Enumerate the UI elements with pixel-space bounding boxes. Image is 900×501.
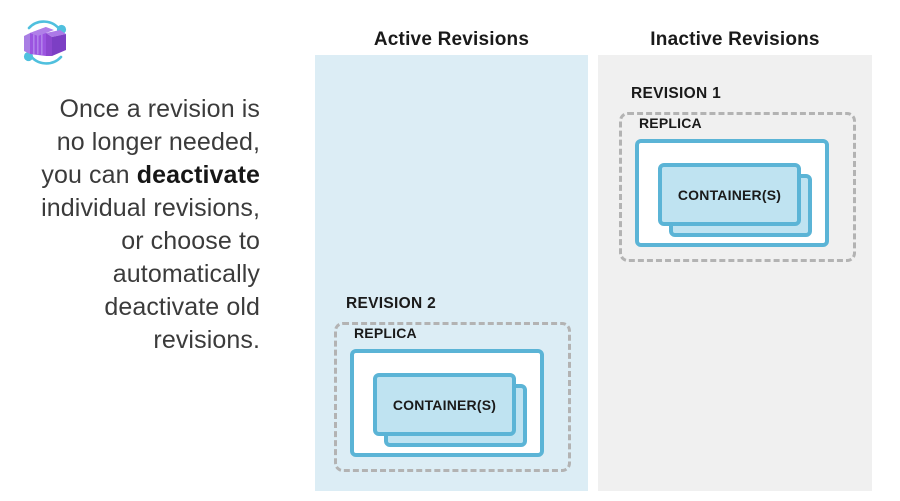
intro-line-6: automatically (112, 260, 260, 288)
intro-emphasis-deactivate: deactivate (136, 161, 260, 189)
intro-paragraph: Once a revision is no longer needed, you… (8, 93, 260, 357)
revision-1-container-front: CONTAINER(S) (658, 163, 801, 226)
revision-1-group: REVISION 1 REPLICA CONTAINER(S) (619, 85, 857, 263)
revision-2-container-front: CONTAINER(S) (373, 373, 516, 436)
revision-1-container-label: CONTAINER(S) (677, 186, 782, 203)
intro-line-1: Once a revision is (59, 95, 260, 123)
revision-2-boundary (334, 322, 571, 472)
revision-2-group: REVISION 2 REPLICA CONTAINER(S) (334, 295, 572, 473)
revision-1-title: REVISION 1 (631, 85, 721, 102)
inactive-revisions-heading: Inactive Revisions (650, 29, 820, 50)
azure-container-apps-logo (16, 16, 74, 70)
revision-1-replica-label: REPLICA (639, 115, 702, 131)
intro-line-5: or choose to (121, 227, 260, 255)
revision-2-title: REVISION 2 (346, 295, 436, 312)
left-column: Once a revision is no longer needed, you… (0, 0, 300, 501)
revision-2-replica-label: REPLICA (354, 325, 417, 341)
intro-line-8: revisions. (153, 326, 260, 354)
intro-line-4: individual revisions, (41, 194, 260, 222)
revision-1-boundary (619, 112, 856, 262)
revision-2-container-label: CONTAINER(S) (392, 396, 497, 413)
intro-line-3-prefix: you can (41, 161, 137, 189)
intro-line-7: deactivate old (104, 293, 260, 321)
intro-line-2: no longer needed, (56, 128, 260, 156)
active-revisions-heading: Active Revisions (373, 29, 530, 50)
inactive-revisions-panel (598, 55, 872, 491)
